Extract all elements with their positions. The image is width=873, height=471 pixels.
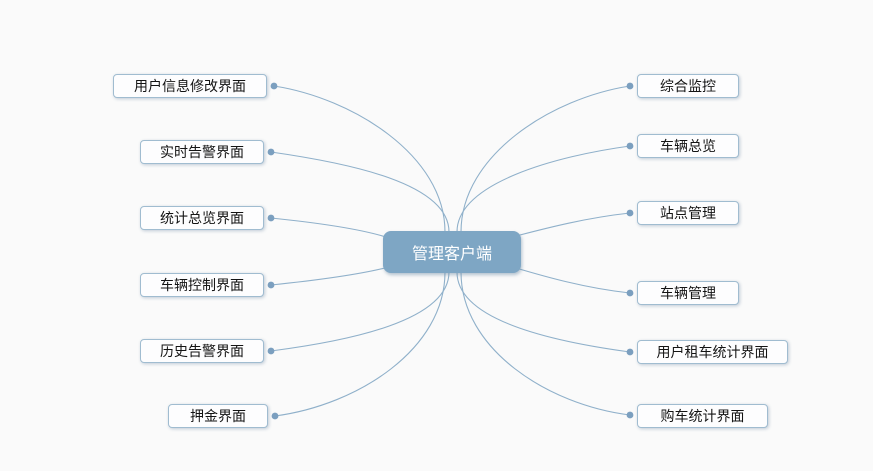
dot-user-info-edit — [270, 82, 278, 90]
dot-deposit — [271, 412, 279, 420]
connector-history-alarm — [270, 271, 450, 352]
connector-realtime-alarm — [270, 151, 450, 233]
node-user-rental-stats-screen[interactable]: 用户租车统计界面 — [637, 340, 788, 364]
node-deposit-screen[interactable]: 押金界面 — [168, 404, 268, 428]
connector-user-info-edit — [273, 85, 446, 233]
connector-stats-overview — [270, 217, 390, 239]
connector-vehicle-control — [270, 266, 390, 286]
node-purchase-stats-screen[interactable]: 购车统计界面 — [637, 404, 768, 428]
connector-user-rental-stats — [456, 271, 631, 353]
connector-integrated-monitoring — [460, 85, 631, 233]
node-vehicle-management[interactable]: 车辆管理 — [637, 281, 739, 305]
connector-purchase-stats — [460, 271, 631, 416]
dot-user-rental-stats — [626, 348, 634, 356]
node-vehicle-overview[interactable]: 车辆总览 — [637, 134, 739, 158]
node-station-management[interactable]: 站点管理 — [637, 201, 739, 225]
node-realtime-alarm-screen[interactable]: 实时告警界面 — [140, 140, 264, 164]
dot-vehicle-overview — [626, 142, 634, 150]
node-integrated-monitoring[interactable]: 综合监控 — [637, 74, 739, 98]
dot-realtime-alarm — [267, 148, 275, 156]
connector-deposit — [274, 271, 446, 417]
connector-vehicle-management — [515, 267, 631, 294]
node-stats-overview-screen[interactable]: 统计总览界面 — [140, 206, 264, 230]
dot-history-alarm — [267, 347, 275, 355]
node-vehicle-control-screen[interactable]: 车辆控制界面 — [140, 273, 264, 297]
connector-vehicle-overview — [456, 145, 631, 233]
dot-purchase-stats — [626, 411, 634, 419]
center-node-management-client[interactable]: 管理客户端 — [383, 231, 521, 273]
node-user-info-edit-screen[interactable]: 用户信息修改界面 — [113, 74, 267, 98]
node-history-alarm-screen[interactable]: 历史告警界面 — [140, 339, 264, 363]
dot-stats-overview — [267, 214, 275, 222]
dot-vehicle-control — [267, 281, 275, 289]
dot-vehicle-management — [626, 289, 634, 297]
connector-station-management — [515, 212, 631, 237]
dot-integrated-monitoring — [626, 82, 634, 90]
dot-station-management — [626, 209, 634, 217]
